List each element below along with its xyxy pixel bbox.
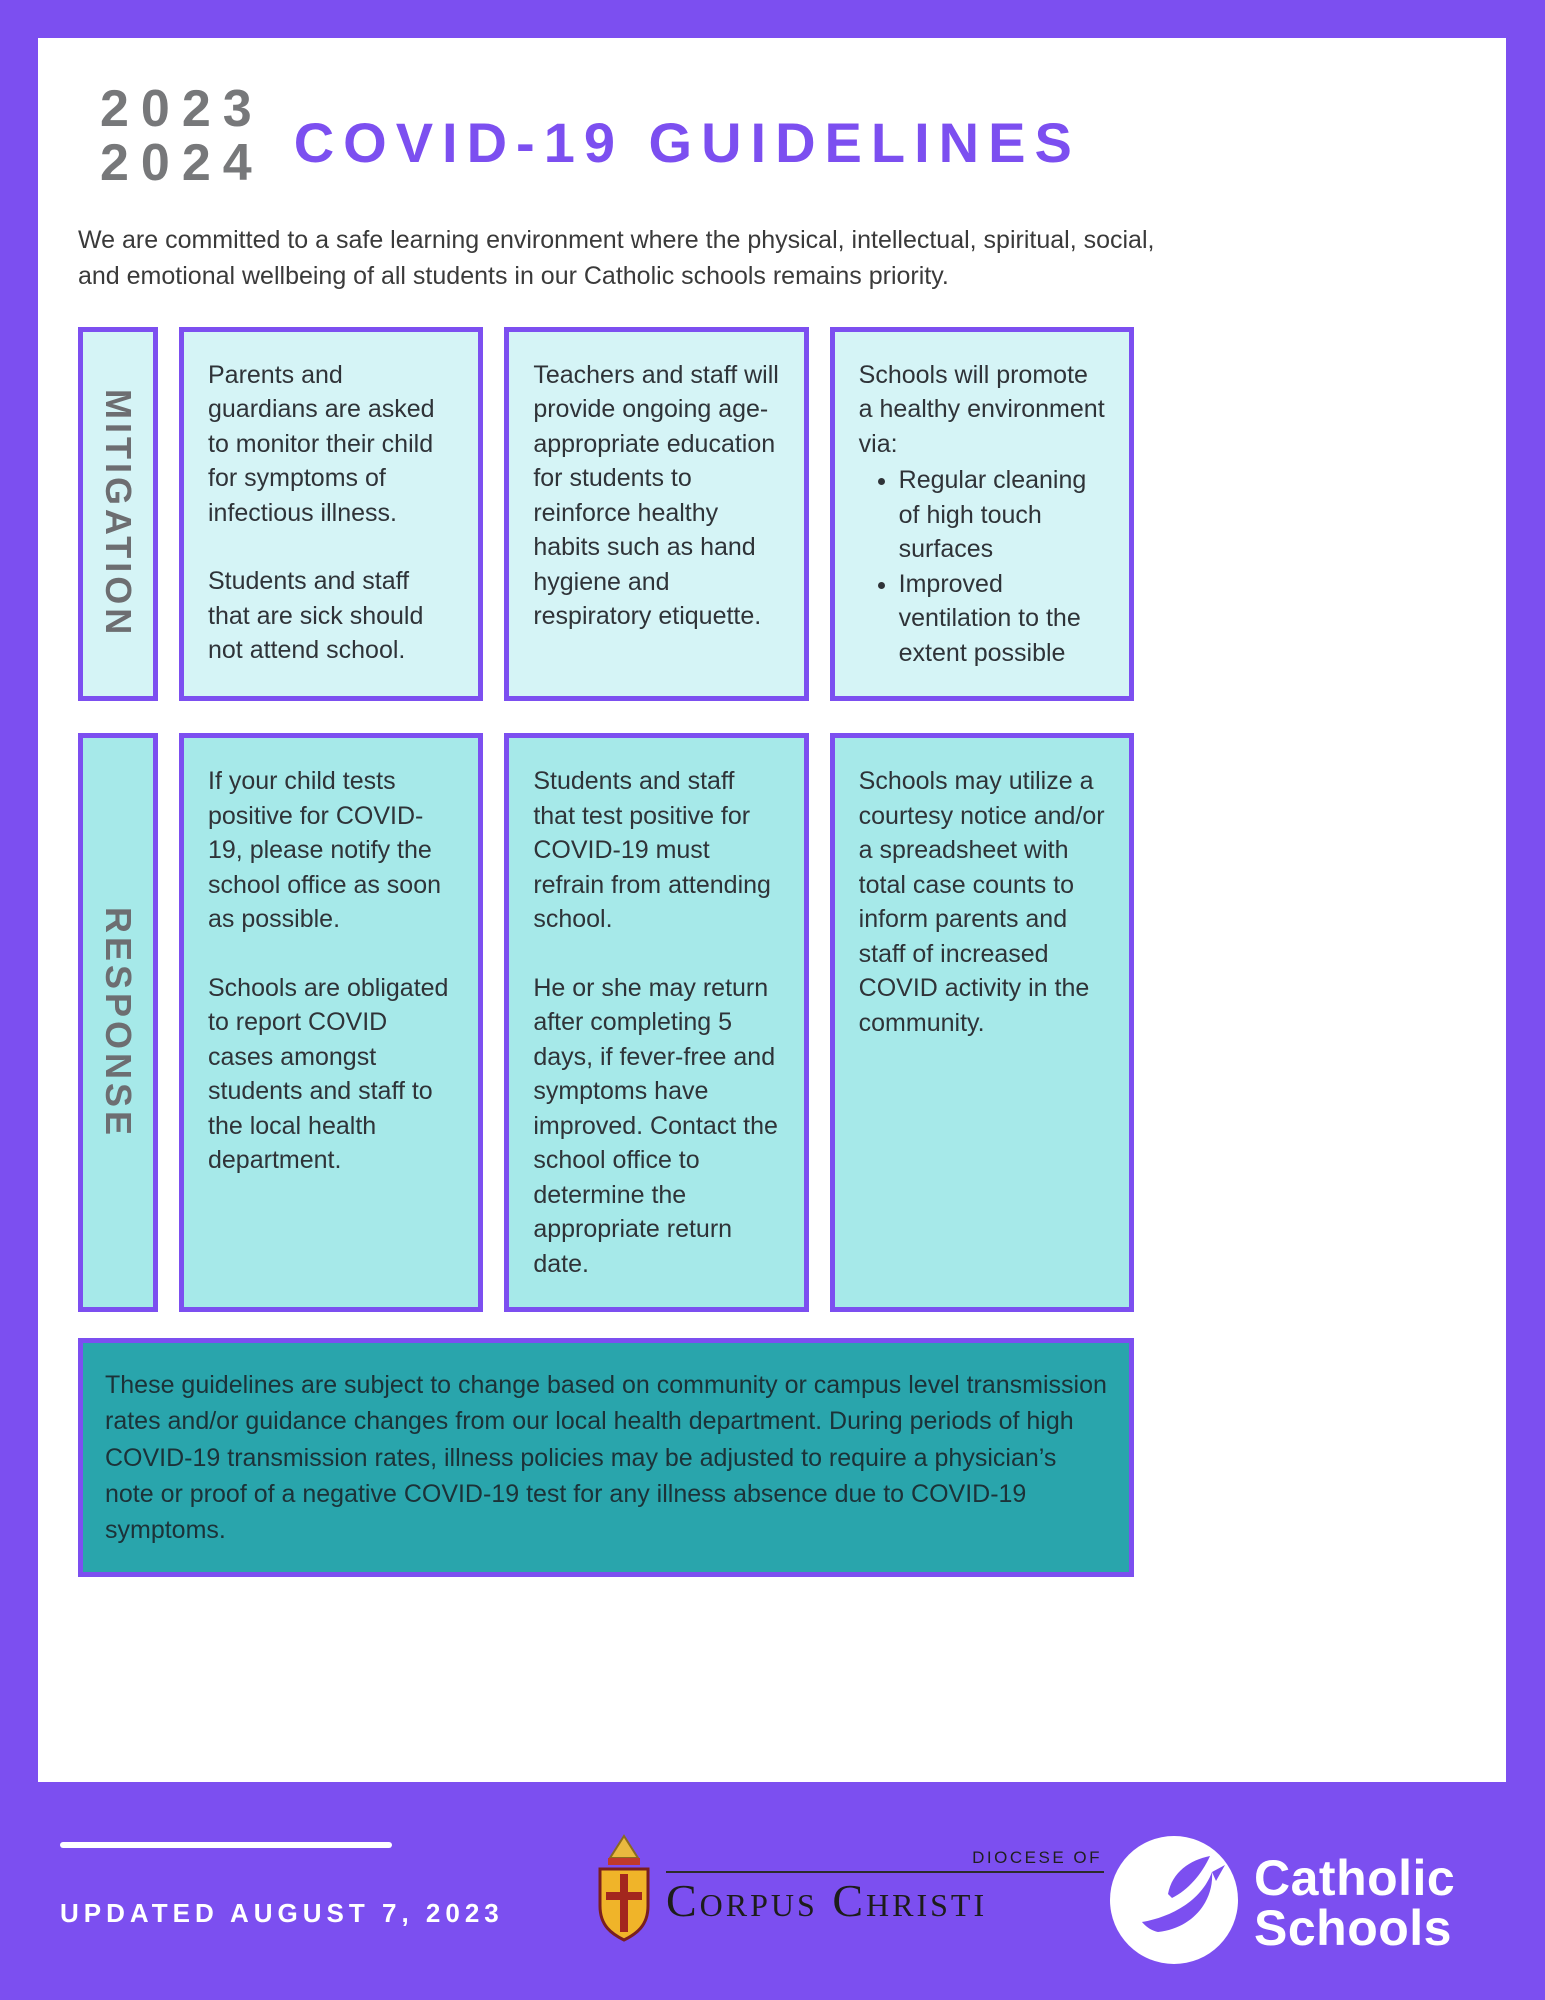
intro-text: We are committed to a safe learning envi… <box>78 226 1155 291</box>
response-box-2: Students and staff that test positive fo… <box>504 733 809 1313</box>
catholic-schools-wordmark: Catholic Schools <box>1254 1853 1455 1953</box>
mitigation-label-box: MITIGATION <box>78 326 158 702</box>
diocese-logo: DIOCESE OF Corpus Christi <box>592 1834 1104 1949</box>
page-title: COVID-19 GUIDELINES <box>293 111 1081 175</box>
header: 2023 2024 COVID-19 GUIDELINES <box>100 82 1506 190</box>
updated-text: UPDATED AUGUST 7, 2023 <box>60 1898 504 1928</box>
footer-rule <box>60 1842 392 1848</box>
diocese-divider-line <box>666 1871 1104 1873</box>
response-label: RESPONSE <box>98 906 139 1139</box>
year-block: 2023 2024 <box>100 82 264 190</box>
box-paragraph: Parents and guardians are asked to monit… <box>208 360 435 527</box>
year-top: 2023 <box>100 80 264 138</box>
diocese-wordmark: DIOCESE OF Corpus Christi <box>666 1834 1104 1925</box>
box-paragraph: He or she may return after completing 5 … <box>533 973 778 1278</box>
box-paragraph: If your child tests positive for COVID-1… <box>208 767 442 934</box>
bullet-item: Regular cleaning of high touch surfaces <box>899 463 1105 567</box>
response-box-3: Schools may utilize a courtesy notice an… <box>829 733 1134 1313</box>
box-paragraph: Schools will promote a healthy environme… <box>858 360 1105 458</box>
box-paragraph: Students and staff that are sick should … <box>208 567 424 665</box>
response-box-1: If your child tests positive for COVID-1… <box>179 733 484 1313</box>
diocese-of-text: DIOCESE OF <box>972 1848 1102 1867</box>
catholic-text: Catholic <box>1254 1849 1456 1906</box>
box-paragraph: Schools are obligated to report COVID ca… <box>208 973 449 1175</box>
bullet-list: Regular cleaning of high touch surfaces … <box>859 463 1105 670</box>
mitigation-section: MITIGATION Parents and guardians are ask… <box>78 326 1134 702</box>
notice-text: These guidelines are subject to change b… <box>105 1371 1107 1545</box>
footer: UPDATED AUGUST 7, 2023 DIOCESE OF Corpus… <box>0 1782 1545 2000</box>
response-label-box: RESPONSE <box>78 733 158 1313</box>
schools-text: Schools <box>1254 1899 1452 1956</box>
mitigation-box-1: Parents and guardians are asked to monit… <box>179 326 484 702</box>
year-bottom: 2024 <box>100 134 264 193</box>
mitigation-box-3: Schools will promote a healthy environme… <box>829 326 1134 702</box>
notice-box: These guidelines are subject to change b… <box>78 1338 1134 1578</box>
mitigation-box-2: Teachers and staff will provide ongoing … <box>504 326 809 702</box>
content-card: 2023 2024 COVID-19 GUIDELINES We are com… <box>38 38 1506 1782</box>
dove-icon <box>1108 1834 1240 1971</box>
catholic-schools-logo: Catholic Schools <box>1108 1834 1455 1971</box>
diocese-crest-icon <box>592 1834 656 1949</box>
bullet-item: Improved ventilation to the extent possi… <box>899 567 1105 671</box>
box-paragraph: Schools may utilize a courtesy notice an… <box>858 767 1105 1037</box>
response-section: RESPONSE If your child tests positive fo… <box>78 733 1134 1313</box>
mitigation-label: MITIGATION <box>98 389 139 639</box>
box-paragraph: Students and staff that test positive fo… <box>533 767 771 934</box>
corpus-christi-text: Corpus Christi <box>666 1875 988 1926</box>
box-paragraph: Teachers and staff will provide ongoing … <box>533 360 779 631</box>
